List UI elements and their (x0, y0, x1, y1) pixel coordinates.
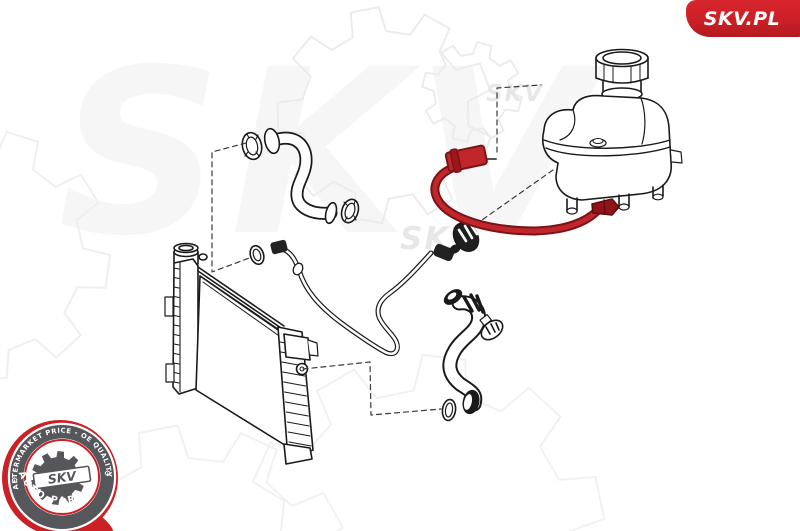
watermark-gear-icon (0, 130, 112, 380)
site-badge: SKV.PL (686, 0, 800, 37)
stamp-side-gear-icon: ⚙ (11, 476, 18, 485)
coolant-pipe-drawing (270, 239, 455, 357)
worm-clamp-dark (449, 221, 480, 254)
watermark-gear-icons (0, 6, 606, 531)
watermark-gear-icon (55, 424, 344, 531)
radiator-drawing (164, 242, 319, 465)
watermark-layer: SKV SKV SKV (0, 6, 607, 531)
hose-clamp-ring (340, 198, 360, 224)
watermark-gear-icon (421, 41, 523, 143)
assembly-dashed-lines (211, 84, 554, 416)
worm-clamp (479, 313, 504, 341)
watermark-giant-text: SKV (58, 20, 607, 286)
stamp-logo: SKV AFTERMARKET PRICE - OE QUALITY AUTO … (2, 420, 118, 531)
watermark-gear-icon (276, 6, 493, 225)
highlighted-red-hose (430, 144, 620, 236)
lower-hose-drawing (442, 289, 487, 415)
upper-hose-drawing (263, 127, 338, 225)
stamp-center-label: SKV (47, 468, 78, 487)
radiator-tank-ticks (173, 267, 180, 384)
watermark-gear-icon (251, 353, 606, 531)
expansion-tank-drawing (542, 48, 683, 215)
o-ring (249, 244, 265, 266)
site-badge-label: SKV.PL (703, 7, 781, 30)
hose-clamp-ring (241, 131, 263, 161)
stamp-side-gear-icon: ⚙ (104, 469, 111, 478)
o-ring (441, 398, 457, 422)
